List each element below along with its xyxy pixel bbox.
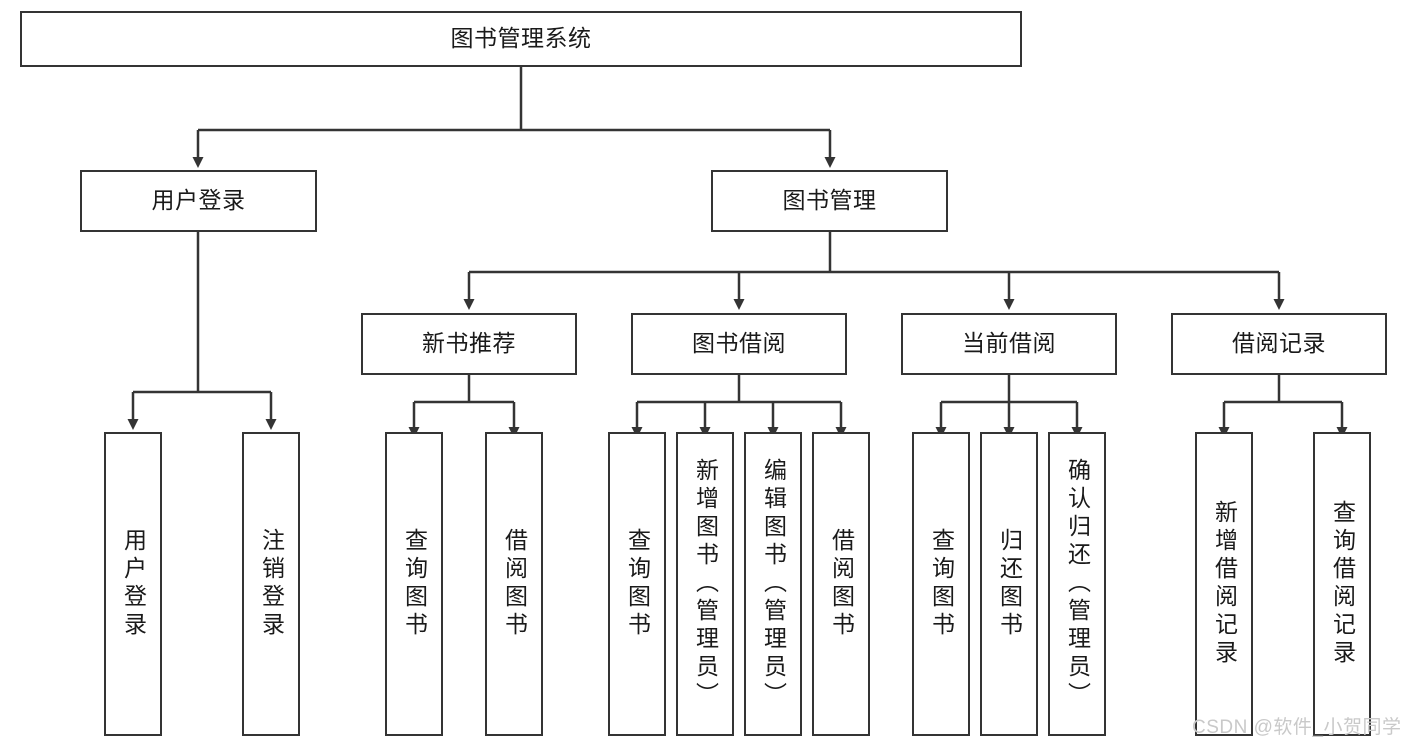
node-current-borrow-label: 当前借阅 bbox=[962, 330, 1056, 357]
leaf-borrow-borrow-book[interactable]: 借阅图书 bbox=[812, 432, 870, 736]
leaf-borrow-add-book[interactable]: 新增图书（管理员） bbox=[676, 432, 734, 736]
leaf-current-query-book[interactable]: 查询图书 bbox=[912, 432, 970, 736]
leaf-borrow-edit-book-label: 编辑图书（管理员） bbox=[760, 458, 787, 710]
leaf-current-query-book-label: 查询图书 bbox=[928, 528, 955, 640]
leaf-current-return-book[interactable]: 归还图书 bbox=[980, 432, 1038, 736]
leaf-user-login-signin[interactable]: 用户登录 bbox=[104, 432, 162, 736]
node-user-login[interactable]: 用户登录 bbox=[80, 170, 317, 232]
node-root[interactable]: 图书管理系统 bbox=[20, 11, 1022, 67]
leaf-borrow-query-book[interactable]: 查询图书 bbox=[608, 432, 666, 736]
node-user-login-label: 用户登录 bbox=[151, 187, 246, 214]
node-book-management-label: 图书管理 bbox=[782, 187, 877, 214]
leaf-user-login-signin-label: 用户登录 bbox=[120, 528, 147, 640]
node-book-borrow-label: 图书借阅 bbox=[692, 330, 786, 357]
leaf-current-return-book-label: 归还图书 bbox=[996, 528, 1023, 640]
leaf-new-book-borrow[interactable]: 借阅图书 bbox=[485, 432, 543, 736]
node-new-book-recommend-label: 新书推荐 bbox=[422, 330, 516, 357]
node-book-management[interactable]: 图书管理 bbox=[711, 170, 948, 232]
leaf-user-login-signout[interactable]: 注销登录 bbox=[242, 432, 300, 736]
leaf-new-book-query[interactable]: 查询图书 bbox=[385, 432, 443, 736]
leaf-borrow-add-book-label: 新增图书（管理员） bbox=[692, 458, 719, 710]
node-new-book-recommend[interactable]: 新书推荐 bbox=[361, 313, 577, 375]
leaf-record-query[interactable]: 查询借阅记录 bbox=[1313, 432, 1371, 736]
watermark: CSDN @软件_小贺同学 bbox=[1192, 717, 1402, 738]
leaf-borrow-query-book-label: 查询图书 bbox=[624, 528, 651, 640]
leaf-new-book-query-label: 查询图书 bbox=[401, 528, 428, 640]
leaf-borrow-edit-book[interactable]: 编辑图书（管理员） bbox=[744, 432, 802, 736]
leaf-user-login-signout-label: 注销登录 bbox=[258, 528, 285, 640]
node-current-borrow[interactable]: 当前借阅 bbox=[901, 313, 1117, 375]
leaf-new-book-borrow-label: 借阅图书 bbox=[501, 528, 528, 640]
leaf-current-confirm-return-label: 确认归还（管理员） bbox=[1064, 458, 1091, 710]
node-book-borrow[interactable]: 图书借阅 bbox=[631, 313, 847, 375]
node-root-label: 图书管理系统 bbox=[450, 25, 592, 52]
leaf-current-confirm-return[interactable]: 确认归还（管理员） bbox=[1048, 432, 1106, 736]
leaf-record-add-label: 新增借阅记录 bbox=[1211, 500, 1238, 668]
leaf-borrow-borrow-book-label: 借阅图书 bbox=[828, 528, 855, 640]
leaf-record-add[interactable]: 新增借阅记录 bbox=[1195, 432, 1253, 736]
leaf-record-query-label: 查询借阅记录 bbox=[1329, 500, 1356, 668]
node-borrow-record-label: 借阅记录 bbox=[1232, 330, 1326, 357]
node-borrow-record[interactable]: 借阅记录 bbox=[1171, 313, 1387, 375]
